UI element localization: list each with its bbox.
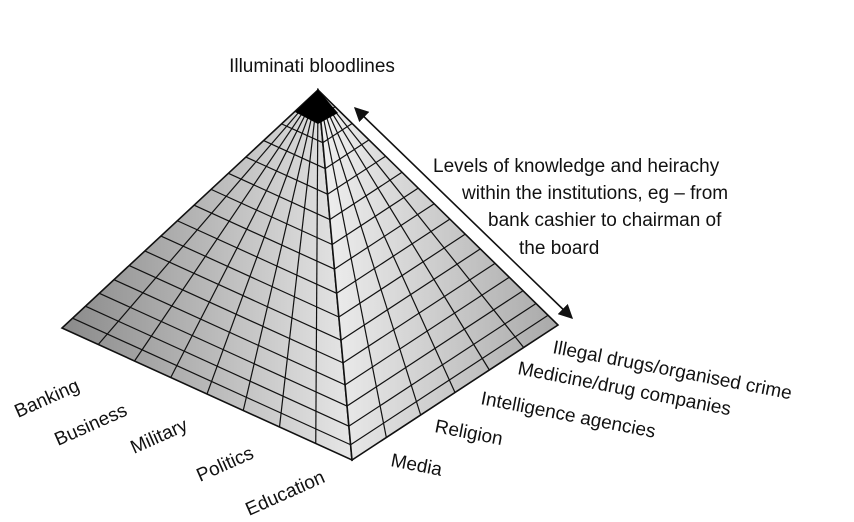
left-label-education: Education [242,467,328,517]
left-label-banking: Banking [11,375,82,422]
pyramid-left-face [60,88,353,462]
hierarchy-note-line-4: the board [519,238,599,259]
grid-radial-line [134,89,319,362]
pyramid-apex-cap [295,90,338,124]
right-label-media: Media [389,450,444,481]
grid-radial-line [315,89,319,444]
left-label-business: Business [51,400,130,451]
left-label-military: Military [127,415,191,459]
pyramid-grid-lines [72,89,549,446]
grid-radial-line [97,89,319,345]
left-label-politics: Politics [193,443,257,487]
grid-radial-line [170,89,319,378]
grid-radial-line [317,89,387,438]
grid-radial-line [206,89,319,395]
hierarchy-note-line-2: within the institutions, eg – from [461,183,728,204]
right-label-religion: Religion [433,416,504,450]
apex-label: Illuminati bloodlines [229,56,395,77]
grid-radial-line [242,89,319,411]
hierarchy-note-line-1: Levels of knowledge and heirachy [433,156,720,177]
grid-radial-line [278,89,319,428]
hierarchy-arrow [353,106,574,320]
hierarchy-note-line-3: bank cashier to chairman of [488,210,722,231]
